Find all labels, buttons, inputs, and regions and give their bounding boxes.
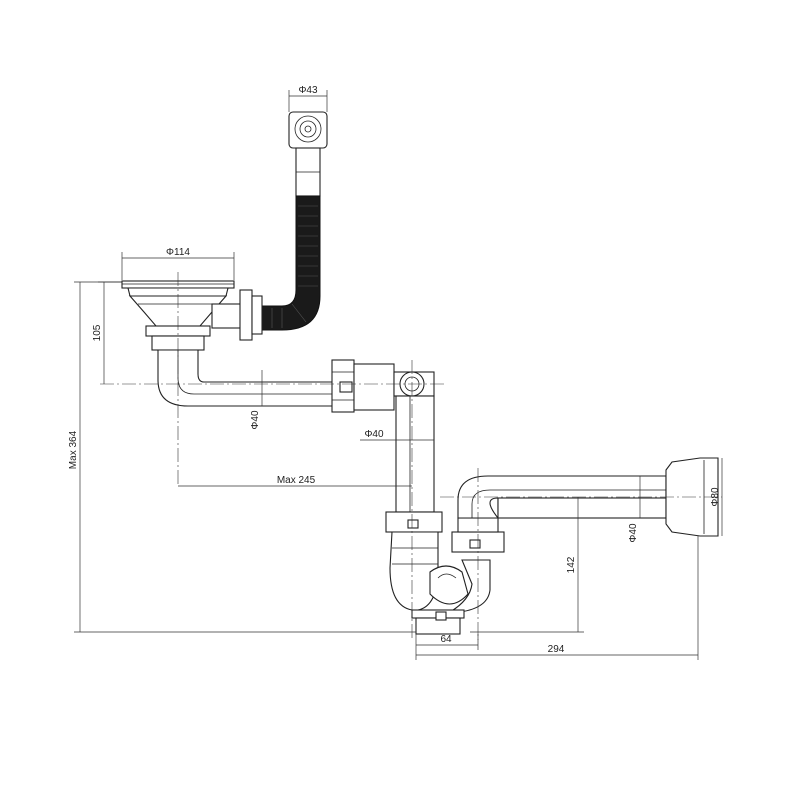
strainer-height-label: 105: [92, 324, 103, 341]
max-reach-label: Max 245: [277, 475, 316, 486]
overflow-diameter-label: Φ43: [298, 85, 318, 96]
pipe-diameter-label-a: Φ40: [250, 410, 261, 430]
outlet-diameter-label: Φ80: [710, 487, 721, 507]
slip-joint-nut: [331, 359, 395, 413]
outlet-pipe: [451, 457, 719, 553]
inlet-pipe: [157, 349, 341, 407]
center-lines: [100, 272, 722, 640]
bottle-trap: [385, 511, 491, 635]
overflow-outlet: [288, 111, 328, 197]
trap-height-label: 142: [566, 556, 577, 573]
strainer-basket: [121, 280, 263, 351]
overflow-hose: [259, 195, 321, 331]
pipe-diameter-label-b: Φ40: [364, 429, 384, 440]
standpipe: [393, 371, 435, 513]
dimension-labels: Φ43 Φ114 105 Max 364 Φ40 Φ40 Max 245 Φ80…: [68, 85, 721, 655]
max-height-label: Max 364: [68, 430, 79, 469]
total-length-label: 294: [548, 644, 565, 655]
strainer-diameter-label: Φ114: [166, 247, 190, 258]
dimension-lines: [74, 90, 723, 660]
trap-width-label: 64: [440, 634, 452, 645]
pipe-diameter-label-c: Φ40: [628, 523, 639, 543]
